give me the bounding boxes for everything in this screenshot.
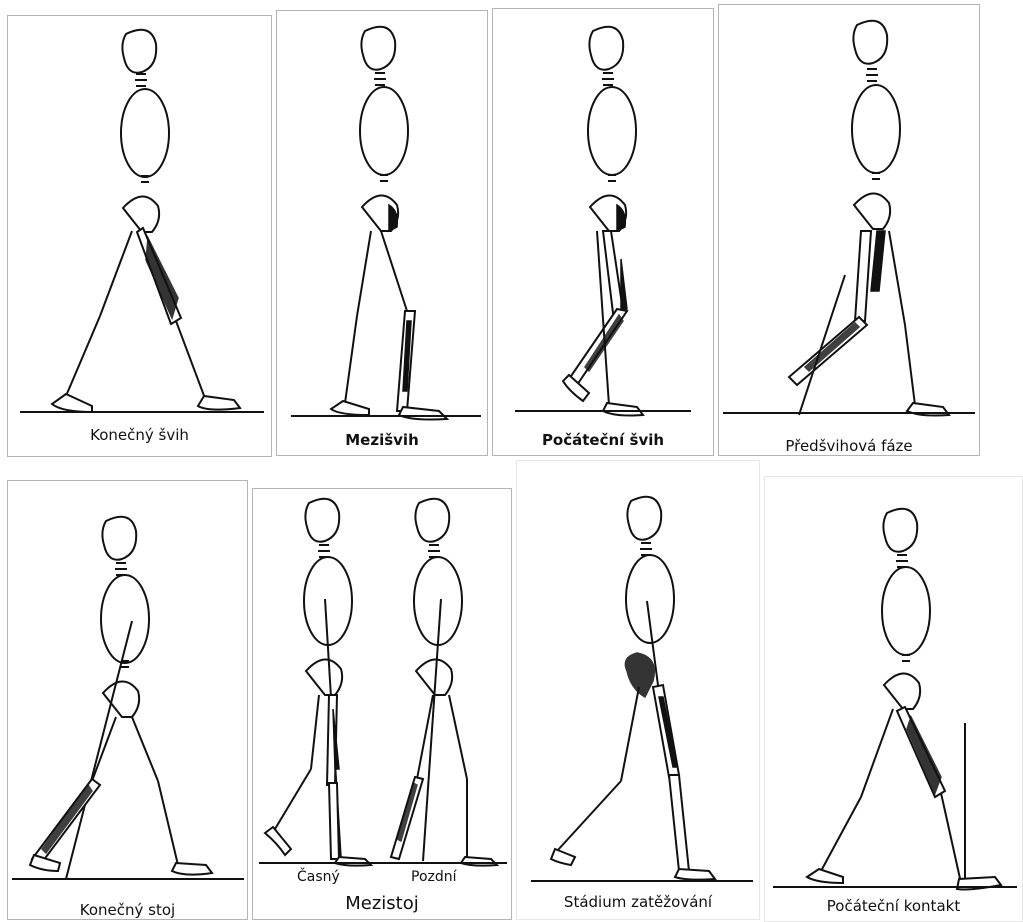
phase-panel-initial-swing: Počáteční švih (492, 8, 714, 456)
phase-panel-pre-swing: Předšvihová fáze (718, 4, 980, 456)
skeleton-figure (517, 461, 760, 920)
panel-caption: Konečný švih (8, 426, 271, 444)
phase-panel-initial-contact: Počáteční kontakt (764, 476, 1023, 922)
phase-panel-mid-swing: Mezišvih (276, 10, 488, 456)
phase-panel-terminal-stance: Konečný stoj (7, 480, 248, 920)
skeleton-figure (493, 9, 714, 456)
skeleton-figure (8, 481, 248, 920)
panel-caption: Stádium zatěžování (517, 893, 759, 911)
skeleton-figure (277, 11, 488, 456)
panel-caption: Počáteční kontakt (765, 897, 1022, 915)
late-sublabel: Pozdní (411, 869, 457, 885)
panel-caption: Mezišvih (277, 431, 487, 449)
skeleton-figure-pair (253, 489, 512, 920)
skeleton-figure (8, 16, 272, 457)
phase-panel-terminal-swing: Konečný švih (7, 15, 272, 457)
early-sublabel: Časný (297, 869, 340, 885)
panel-caption: Mezistoj (253, 893, 511, 914)
phase-panel-mid-stance: Časný Pozdní Mezistoj (252, 488, 512, 920)
panel-caption: Konečný stoj (8, 901, 247, 919)
skeleton-figure (719, 5, 980, 456)
panel-caption: Počáteční švih (493, 431, 713, 449)
phase-panel-loading-response: Stádium zatěžování (516, 460, 760, 920)
skeleton-figure (765, 477, 1023, 922)
panel-caption: Předšvihová fáze (719, 437, 979, 455)
